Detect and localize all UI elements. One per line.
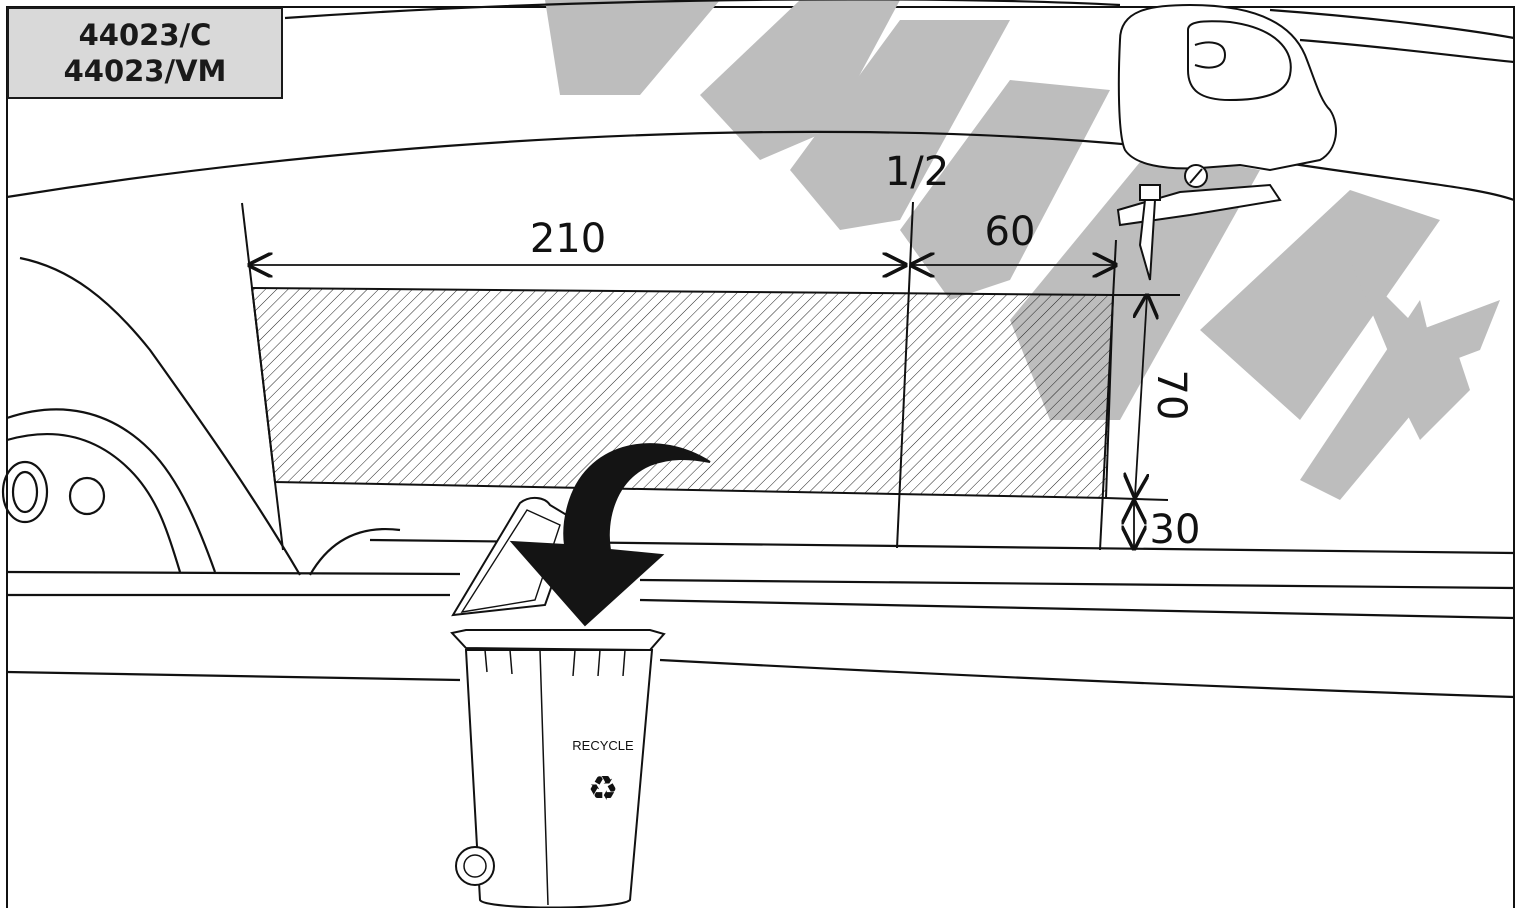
dim-label-210: 210: [530, 216, 606, 262]
bin-rib: [509, 649, 513, 675]
sill-line-mid: [639, 578, 1515, 590]
roof-line-right: [1269, 8, 1515, 40]
bin-rib: [622, 649, 626, 677]
sill-line-1: [6, 570, 461, 576]
dim-label-60: 60: [985, 209, 1036, 255]
roof-line-right-inner: [1299, 38, 1515, 64]
sill-line-mid2: [639, 598, 1515, 620]
bin-seam: [539, 649, 549, 906]
watermark-stroke: [545, 0, 720, 95]
pillar-curve: [19, 256, 301, 576]
bin-rib: [572, 649, 576, 677]
model-code-label: 44023/C 44023/VM: [7, 7, 283, 99]
curved-arrow-icon: [509, 443, 711, 627]
door-line-left: [6, 670, 461, 682]
dim-label-70: 70: [1148, 370, 1194, 421]
bin-rib: [597, 649, 601, 677]
jigsaw-trigger: [1194, 41, 1227, 69]
jigsaw-blade: [1138, 199, 1157, 281]
jigsaw-screw-slot: [1189, 168, 1203, 184]
watermark-stroke: [1300, 300, 1440, 500]
model-code-2: 44023/VM: [63, 54, 227, 88]
dim-label-half: 1/2: [885, 149, 949, 195]
floor-curve: [309, 528, 401, 576]
bin-lid-inner: [460, 509, 561, 613]
dimension-arrows: [250, 265, 1147, 548]
jigsaw-blade-clamp: [1139, 184, 1161, 201]
curved-arrow-shape: [509, 443, 711, 627]
watermark-stroke: [1200, 190, 1440, 420]
bin-label: RECYCLE: [572, 738, 634, 753]
frame-border: [6, 6, 1515, 908]
bin-wheel-hub: [463, 854, 487, 878]
model-code-1: 44023/C: [78, 18, 212, 52]
right-edge-line: [1099, 239, 1117, 551]
bottom-ext-line: [1105, 497, 1169, 501]
watermark-stroke: [790, 20, 1010, 230]
watermark-stroke: [1400, 330, 1470, 440]
dim-label-30: 30: [1150, 507, 1201, 553]
jigsaw-handle: [1187, 20, 1292, 102]
bin-ribs: [484, 649, 626, 677]
knob-outer: [1, 460, 49, 524]
bin-rib: [484, 649, 488, 673]
dim-arrow-70: [1135, 296, 1147, 496]
jigsaw-base-plate: [1116, 183, 1282, 227]
watermark-stroke: [700, 0, 900, 160]
bin-rim: [450, 629, 666, 652]
bin-body: [464, 649, 654, 908]
roof-line: [284, 0, 1121, 20]
jigsaw-icon: [1116, 3, 1337, 281]
seat-curve: [6, 408, 217, 573]
door-line-right: [659, 658, 1515, 699]
recycle-bin-icon: RECYCLE ♻: [450, 497, 666, 908]
cut-area: [250, 286, 1115, 500]
seat-curve-inner: [6, 433, 182, 573]
bin-wheel: [455, 846, 495, 886]
window-top-line: [6, 130, 1515, 202]
recycle-symbol-icon: ♻: [588, 769, 618, 809]
watermark-stroke: [900, 80, 1110, 300]
knob-inner: [11, 470, 39, 514]
knob-right: [68, 476, 106, 516]
